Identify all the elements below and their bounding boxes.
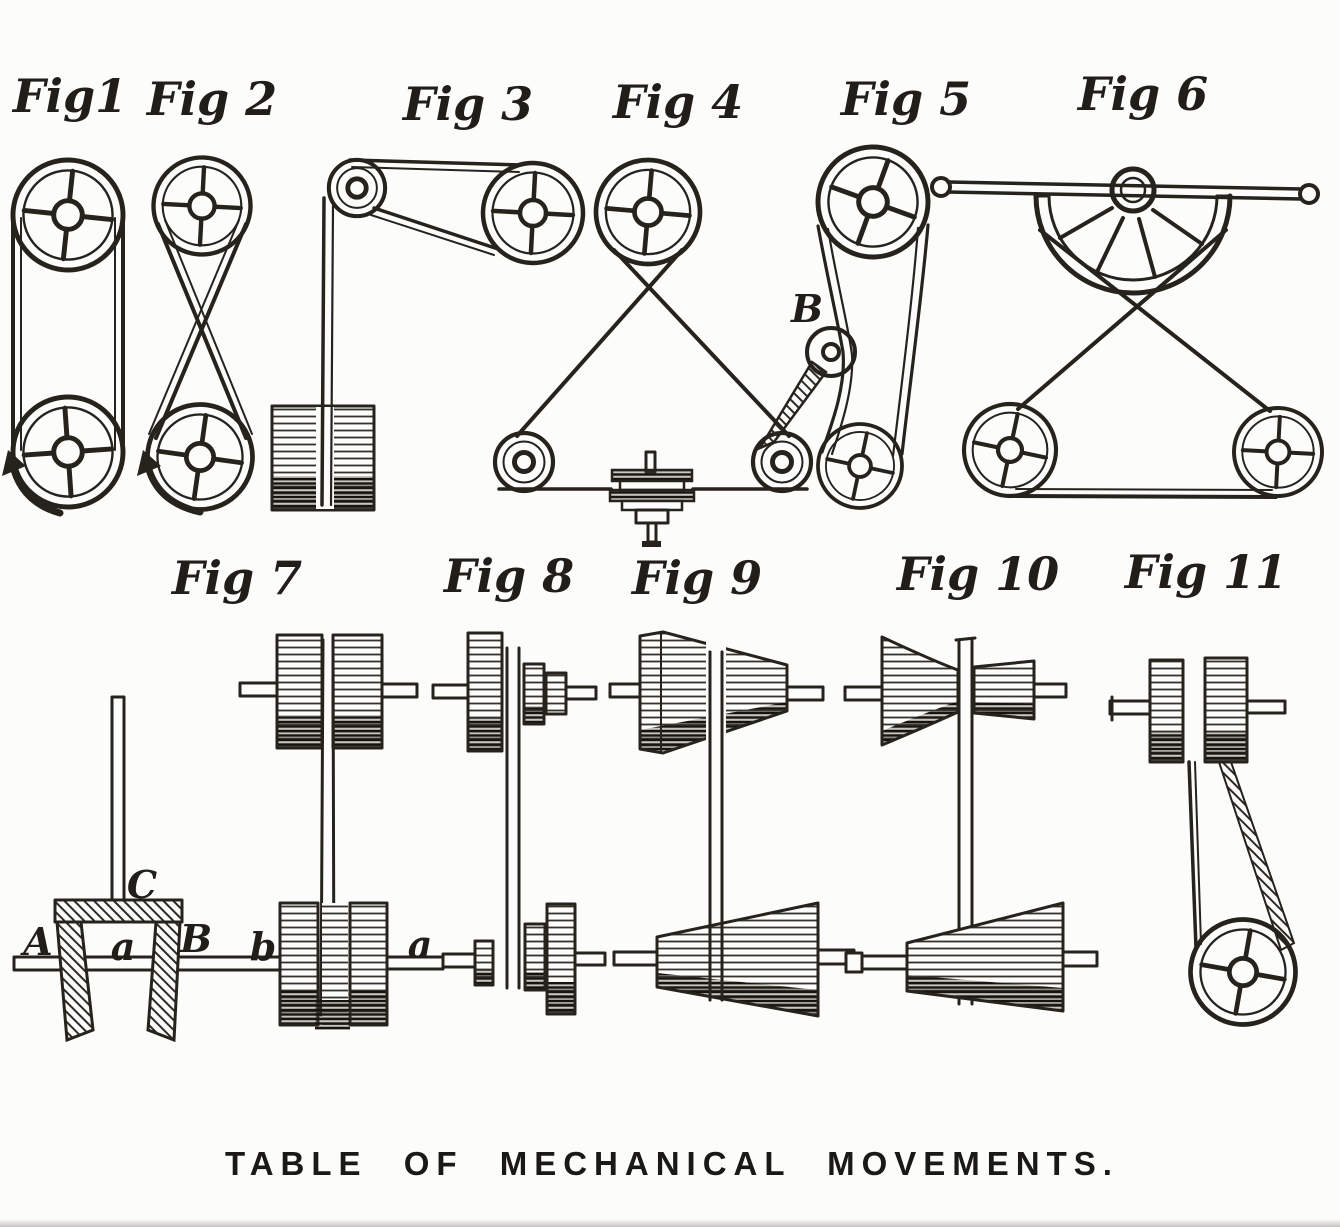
fig7-label-C: C	[127, 862, 157, 907]
fig6-right-pulley	[1229, 403, 1327, 501]
fig8-bottom-stepped-pulley	[441, 902, 607, 1016]
fig1-label: Fig1	[11, 69, 127, 123]
fig2-arrowhead-icon	[137, 450, 161, 476]
fig6-hub-ring	[1109, 166, 1157, 214]
fig7-label-a-right: a	[408, 922, 433, 967]
fig6-bar-right-knob	[1298, 183, 1320, 205]
fig11-twisted-belt	[1217, 761, 1296, 952]
fig7-drawing: A C a B b a	[12, 633, 445, 1043]
fig5-idler-pulley	[805, 326, 857, 378]
fig5-label: Fig 5	[839, 72, 971, 126]
fig6-drawing	[930, 166, 1327, 505]
fig3-wheel	[480, 160, 585, 265]
fig11-pulley-pair	[1108, 656, 1287, 764]
fig8-top-stepped-pulley	[431, 631, 598, 753]
fig8-label: Fig 8	[442, 549, 574, 603]
fig1-top-pulley	[8, 155, 129, 276]
fig9-drawing	[608, 630, 856, 1018]
fig3-guide-pulley	[329, 160, 385, 216]
fig11-label: Fig 11	[1123, 545, 1287, 599]
fig7-label-A: A	[20, 919, 52, 964]
fig9-top-cone	[608, 630, 825, 755]
fig9-label: Fig 9	[630, 551, 762, 605]
fig6-bar-left-knob	[930, 176, 952, 198]
fig7-shaft	[12, 955, 282, 972]
fig10-drawing	[843, 635, 1099, 1015]
fig7-rod-C	[110, 695, 126, 905]
fig7-label: Fig 7	[170, 551, 302, 605]
fig8-drawing	[431, 631, 607, 1016]
fig5-label-B: B	[790, 286, 823, 331]
fig10-bottom-cone	[844, 901, 1099, 1013]
fig4-spindle-whorl	[608, 450, 696, 547]
plate-caption: TABLE OF MECHANICAL MOVEMENTS.	[225, 1145, 1119, 1182]
fig10-top-cones	[843, 635, 1068, 747]
fig5-drawing: B	[756, 132, 943, 518]
fig4-right-guide-pulley	[753, 433, 811, 491]
fig6-sector-wheel	[1033, 193, 1233, 296]
fig4-wheel	[592, 156, 705, 269]
fig11-drawing	[1108, 656, 1304, 1033]
scan-edge-shadow	[0, 1219, 1340, 1227]
fig10-label: Fig 10	[895, 547, 1059, 601]
fig2-drawing	[137, 155, 259, 516]
fig7-bottom-pulley-pair	[278, 901, 445, 1030]
fig7-shifter-frame	[53, 898, 184, 1043]
fig1-drawing	[2, 155, 129, 517]
fig7-label-b: b	[250, 924, 277, 969]
fig3-label: Fig 3	[401, 77, 533, 131]
fig3-drawing	[270, 160, 586, 512]
fig2-bottom-pulley	[141, 398, 260, 517]
fig6-label: Fig 6	[1076, 67, 1208, 121]
fig5-idler-arm	[756, 360, 828, 451]
fig4-left-guide-pulley	[495, 433, 553, 491]
fig4-label: Fig 4	[611, 75, 743, 129]
fig1-arrowhead-icon	[2, 450, 26, 476]
fig7-top-pulley-pair	[238, 633, 419, 750]
fig4-drawing	[495, 156, 811, 547]
fig5-bottom-pulley	[808, 414, 912, 518]
fig9-bottom-cone	[612, 901, 856, 1018]
fig2-label: Fig 2	[145, 72, 277, 126]
fig7-label-B: B	[179, 916, 212, 961]
fig7-label-a-left: a	[111, 924, 136, 969]
fig2-top-pulley	[151, 155, 253, 257]
